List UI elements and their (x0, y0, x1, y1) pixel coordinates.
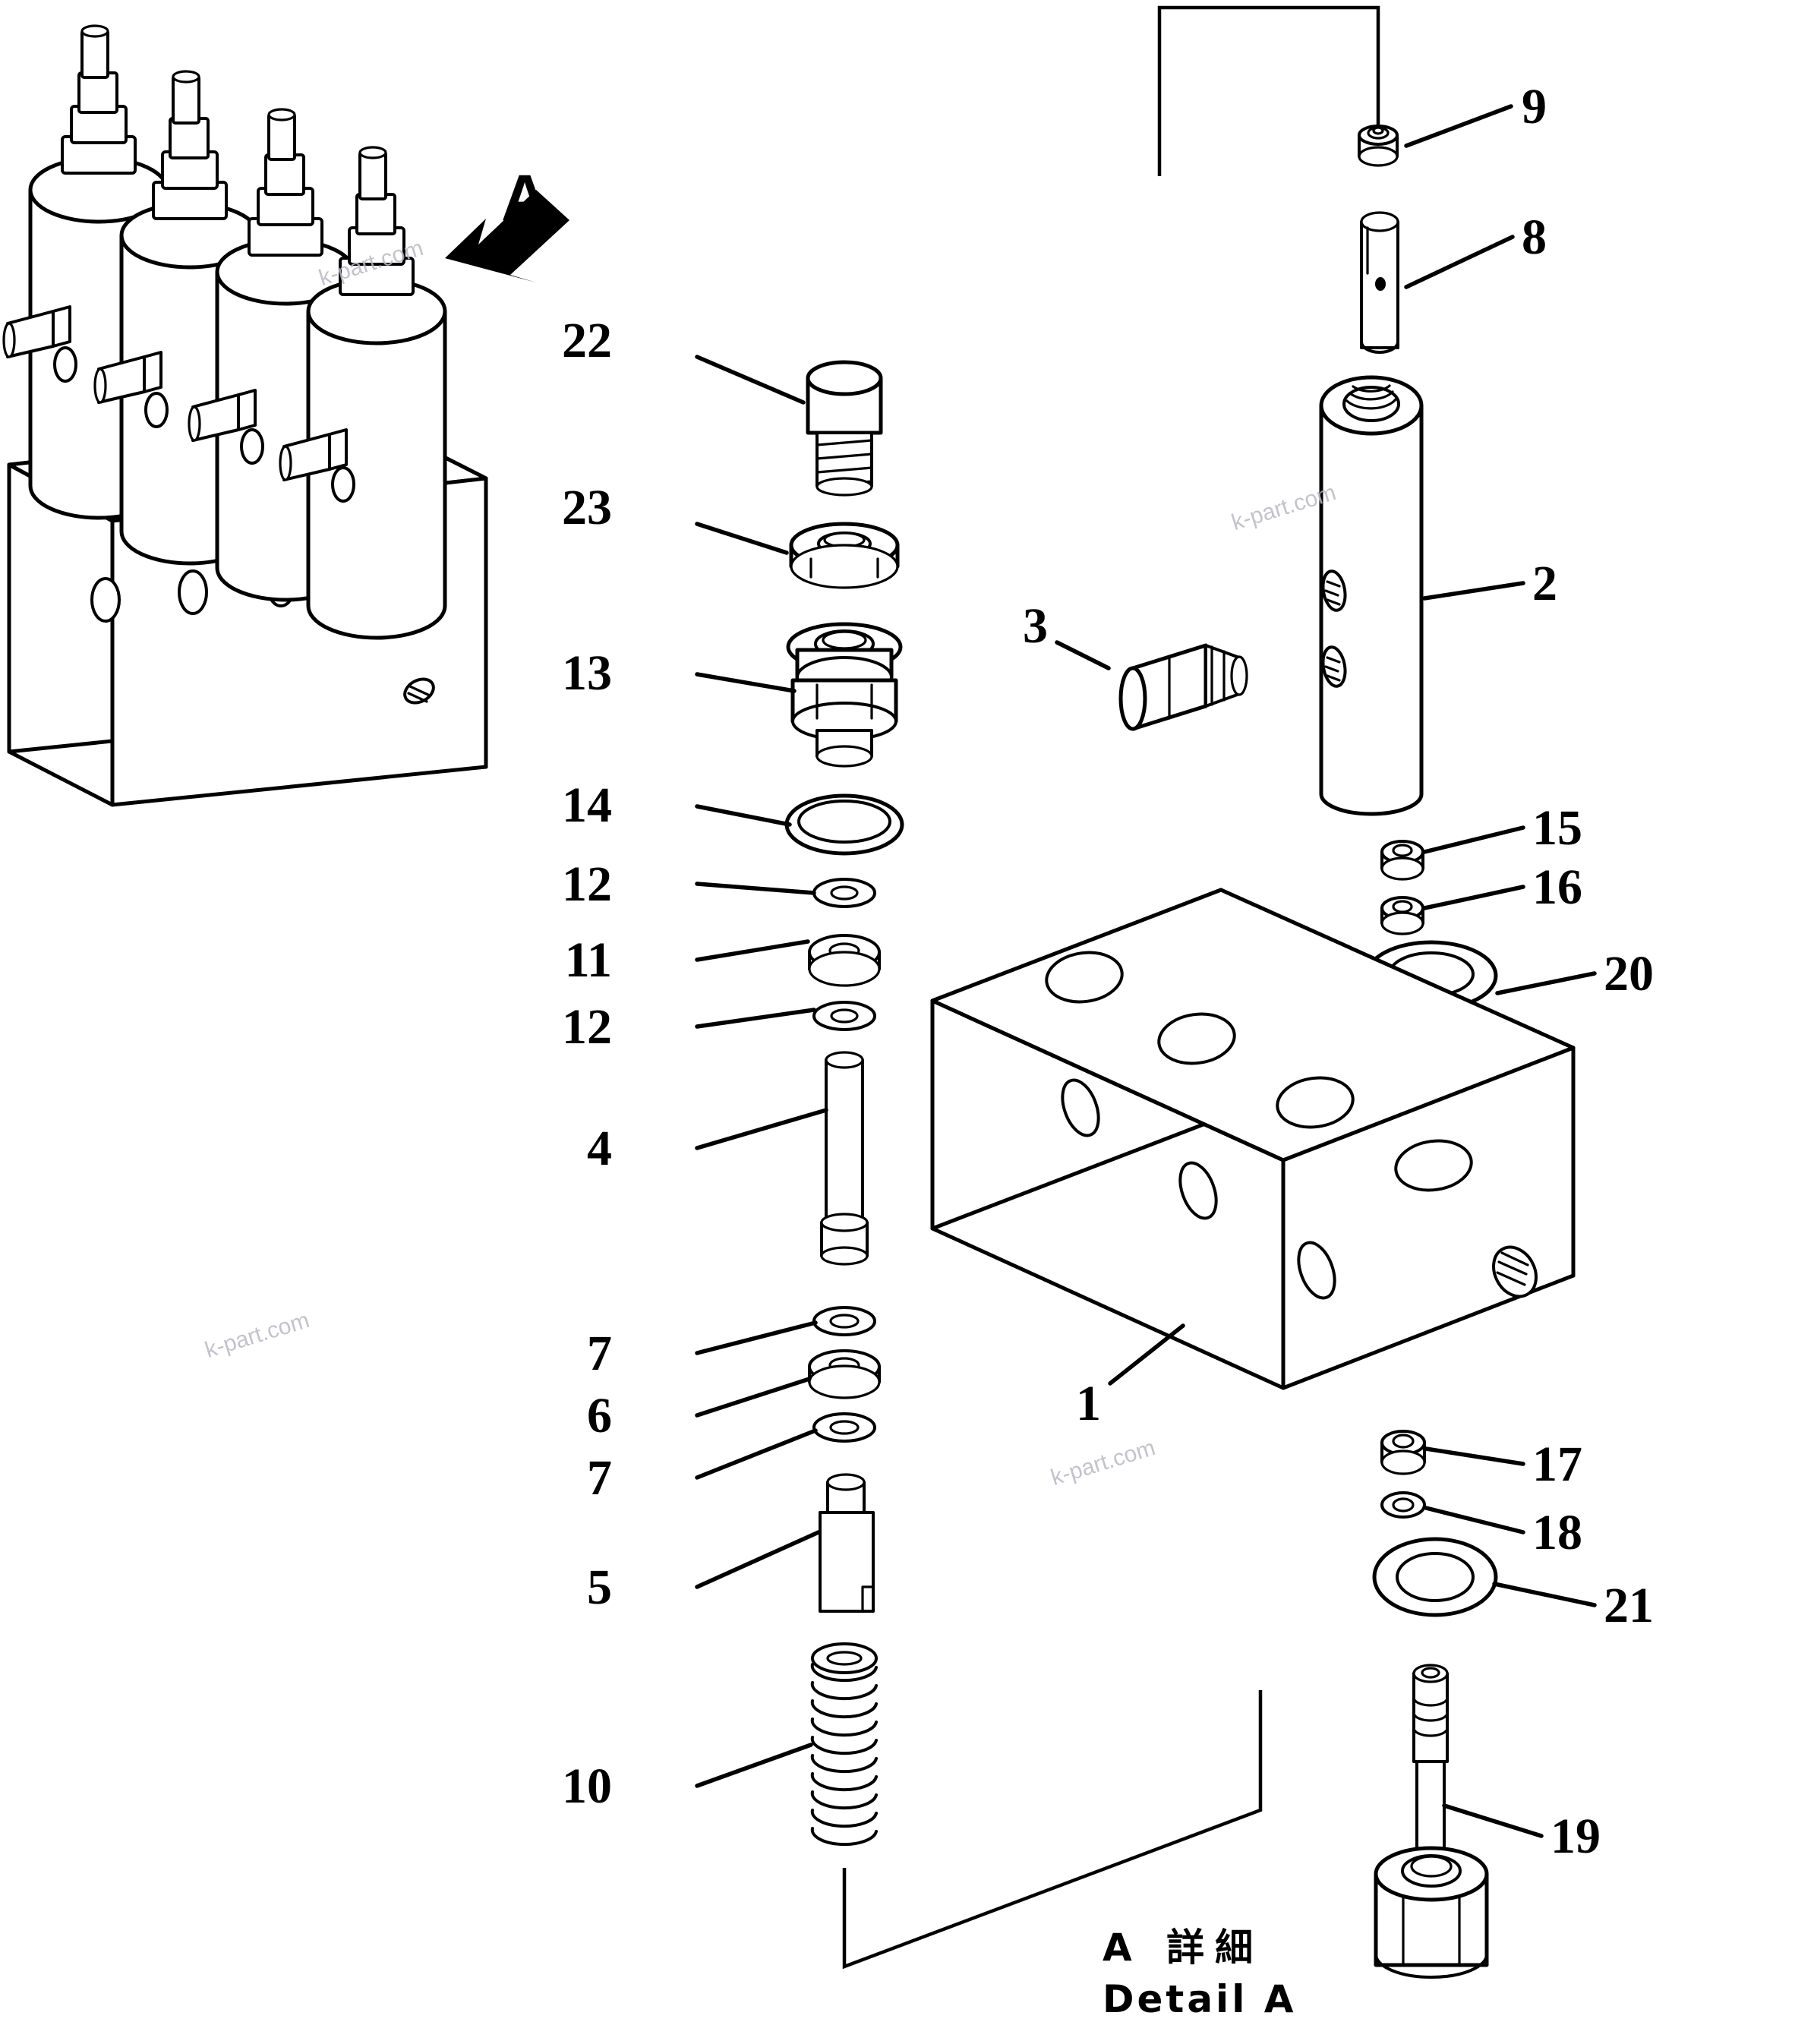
part-5-slotted-sleeve (819, 1473, 875, 1613)
callout-17: 17 (1532, 1437, 1582, 1492)
leader-9 (1404, 104, 1513, 148)
part-4-push-rod (820, 1051, 869, 1266)
leader-3 (1055, 640, 1111, 670)
detail-marker-a-label: A (501, 162, 548, 235)
leader-12a (695, 882, 816, 895)
callout-18: 18 (1532, 1505, 1582, 1560)
leader-16 (1422, 885, 1525, 910)
assembly-port-2 (93, 351, 162, 404)
callout-3: 3 (1023, 598, 1048, 654)
callout-13: 13 (562, 645, 612, 701)
leader-7b (695, 1428, 818, 1480)
leader-22 (695, 355, 806, 405)
part-15-washer (1380, 840, 1424, 881)
part-19-stud-bolt (1374, 1664, 1489, 1979)
leader-4 (695, 1108, 828, 1150)
detail-arrow-icon (445, 190, 569, 282)
part-14-o-ring (784, 793, 904, 856)
assembly-view (2, 24, 569, 807)
leader-17 (1424, 1446, 1525, 1466)
callout-11: 11 (565, 932, 612, 988)
callout-16: 16 (1532, 860, 1582, 915)
leader-6 (695, 1377, 812, 1418)
part-2-valve-body (1319, 375, 1424, 816)
callout-7-upper: 7 (587, 1326, 612, 1381)
leader-20 (1495, 971, 1597, 995)
leader-2 (1422, 581, 1525, 601)
callout-2: 2 (1532, 556, 1557, 611)
part-22-plug-screw (806, 360, 883, 497)
leader-12b (695, 1008, 816, 1029)
leader-7a (695, 1320, 818, 1355)
callout-5: 5 (587, 1560, 612, 1615)
part-18-ring (1380, 1491, 1426, 1519)
part-7-thin-washer-lower (812, 1412, 876, 1443)
callout-21: 21 (1604, 1578, 1654, 1633)
leader-5 (695, 1530, 821, 1589)
callout-22: 22 (562, 313, 612, 368)
callout-1: 1 (1076, 1376, 1101, 1431)
assembly-port-3 (188, 389, 257, 442)
detail-caption-jp: A 詳細 (1103, 1926, 1263, 1970)
leader-1 (1108, 1323, 1185, 1386)
part-6-thick-washer (808, 1349, 881, 1399)
part-9-seat-cap (1358, 125, 1399, 167)
callout-4: 4 (587, 1121, 612, 1176)
part-10-coil-spring (810, 1642, 878, 1847)
right-top-group (1118, 5, 1424, 816)
callout-23: 23 (562, 480, 612, 535)
part-11-thick-washer (808, 934, 881, 987)
leader-10 (695, 1743, 813, 1788)
part-17-washer (1380, 1430, 1426, 1475)
assembly-cylinder-4 (279, 146, 447, 640)
leader-18 (1424, 1506, 1525, 1535)
part-8-pin-plunger (1360, 211, 1399, 354)
leader-lines (695, 104, 1597, 1838)
callout-12-upper: 12 (562, 856, 612, 912)
callout-10: 10 (562, 1759, 612, 1814)
detail-caption-en: Detail A (1103, 1977, 1296, 2021)
leader-8 (1404, 235, 1515, 289)
part-13-gland-fitting (786, 622, 903, 768)
callout-14: 14 (562, 778, 612, 833)
part-23-flanged-washer (789, 522, 900, 589)
callout-9: 9 (1522, 79, 1547, 134)
callout-8: 8 (1522, 210, 1547, 265)
part-21-o-ring (1372, 1537, 1498, 1617)
callout-15: 15 (1532, 800, 1582, 856)
leader-21 (1492, 1582, 1597, 1607)
callout-20: 20 (1604, 946, 1654, 1001)
center-exploded-column (784, 360, 1263, 1970)
leader-11 (695, 939, 810, 962)
callout-19: 19 (1551, 1809, 1601, 1864)
part-3-plug-fitting (1118, 643, 1248, 731)
leader-19 (1442, 1803, 1544, 1838)
leader-23 (695, 522, 789, 555)
detail-a-bracket-top (1157, 5, 1380, 176)
leader-13 (695, 672, 797, 693)
detail-a-bracket-left (842, 1690, 1263, 1970)
callout-6: 6 (587, 1388, 612, 1443)
part-16-washer (1380, 896, 1424, 935)
assembly-port-4 (279, 428, 348, 481)
callout-7-lower: 7 (587, 1450, 612, 1506)
part-7-thin-washer-upper (812, 1306, 876, 1336)
part-12-thin-washer-lower (812, 1001, 876, 1031)
part-1-manifold-block (930, 888, 1576, 1390)
leader-15 (1422, 825, 1525, 854)
part-12-thin-washer-upper (812, 878, 876, 908)
callout-12-lower: 12 (562, 999, 612, 1055)
assembly-cylinder-2 (93, 70, 260, 566)
right-low-group (1372, 1430, 1498, 1979)
leader-14 (695, 804, 792, 827)
assembly-port-1 (2, 305, 71, 358)
callout-numbers: 22 23 13 14 12 11 12 4 7 6 7 5 10 9 8 2 … (562, 79, 1654, 1864)
